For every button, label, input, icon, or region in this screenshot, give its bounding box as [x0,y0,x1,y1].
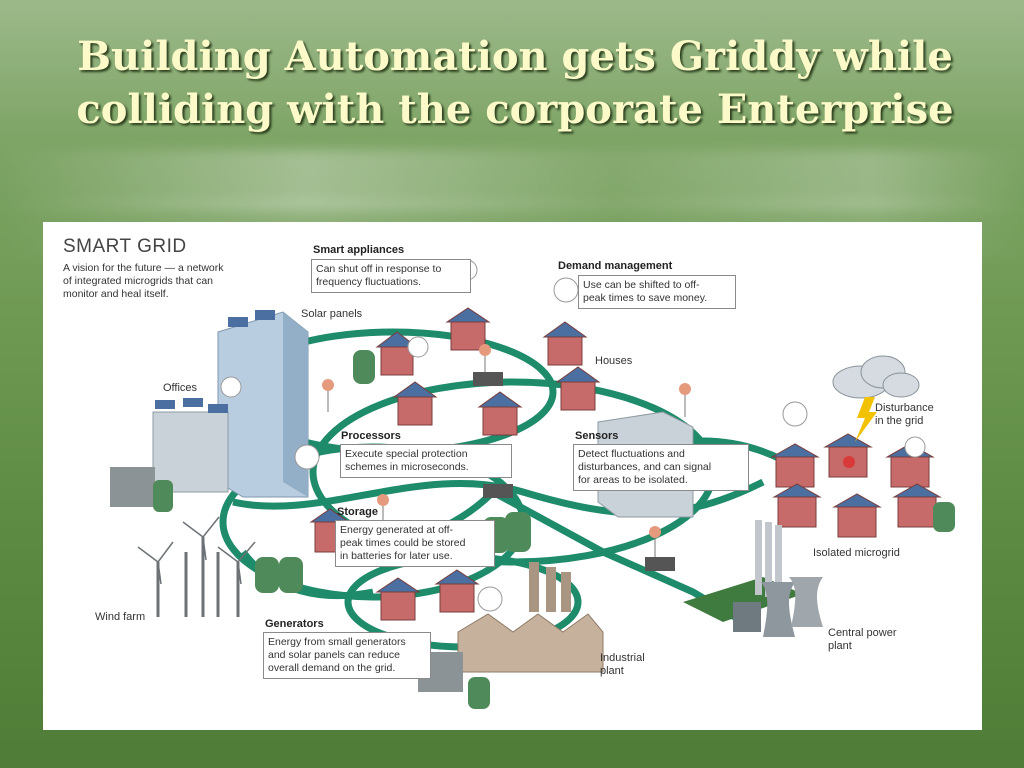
offices-label: Offices [163,382,198,394]
central-power-plant-label: Central power plant [828,627,897,652]
title-line-2: colliding with the corporate Enterprise [76,86,954,133]
smart-grid-diagram: SMART GRID A vision for the future — a n… [43,222,982,730]
wind-turbines [156,537,240,617]
demand-management-box: Use can be shifted to off- peak times to… [578,275,736,309]
houses [309,307,942,621]
storage-tanks [255,350,955,709]
sensors-box: Detect fluctuations and disturbances, an… [573,444,749,491]
processors-box: Execute special protection schemes in mi… [340,444,512,478]
storage-box: Energy generated at off- peak times coul… [335,520,495,567]
storm-cloud [832,355,920,442]
smart-appliances-box: Can shut off in response to frequency fl… [311,259,471,293]
turbine-blades [137,516,256,585]
industrial-plant-label: Industrial plant [600,652,645,677]
sensor-poles [322,344,855,557]
demand-management-header: Demand management [558,260,673,272]
wind-farm-label: Wind farm [95,611,146,623]
title-line-1: Building Automation gets Griddy while [77,33,953,80]
disturbance-label: Disturbance in the grid [875,402,934,427]
diagram-title: SMART GRID [63,236,187,257]
slide-title: Building Automation gets Griddy while co… [40,30,990,136]
generators-header: Generators [265,618,324,630]
solar-panels-label: Solar panels [301,308,363,320]
sensors-header: Sensors [575,430,619,442]
office-tower [110,310,309,512]
smart-appliances-header: Smart appliances [313,244,405,256]
storage-header: Storage [337,506,378,518]
processor-chips [473,372,675,571]
processors-header: Processors [341,430,401,442]
diagram-artwork [110,259,955,709]
sky-texture [0,150,1024,210]
houses-label: Houses [595,355,633,367]
generators-box: Energy from small generators and solar p… [263,632,431,679]
isolated-microgrid-label: Isolated microgrid [813,547,900,559]
diagram-subtitle: A vision for the future — a network of i… [63,262,224,300]
central-power-plant [683,520,823,637]
